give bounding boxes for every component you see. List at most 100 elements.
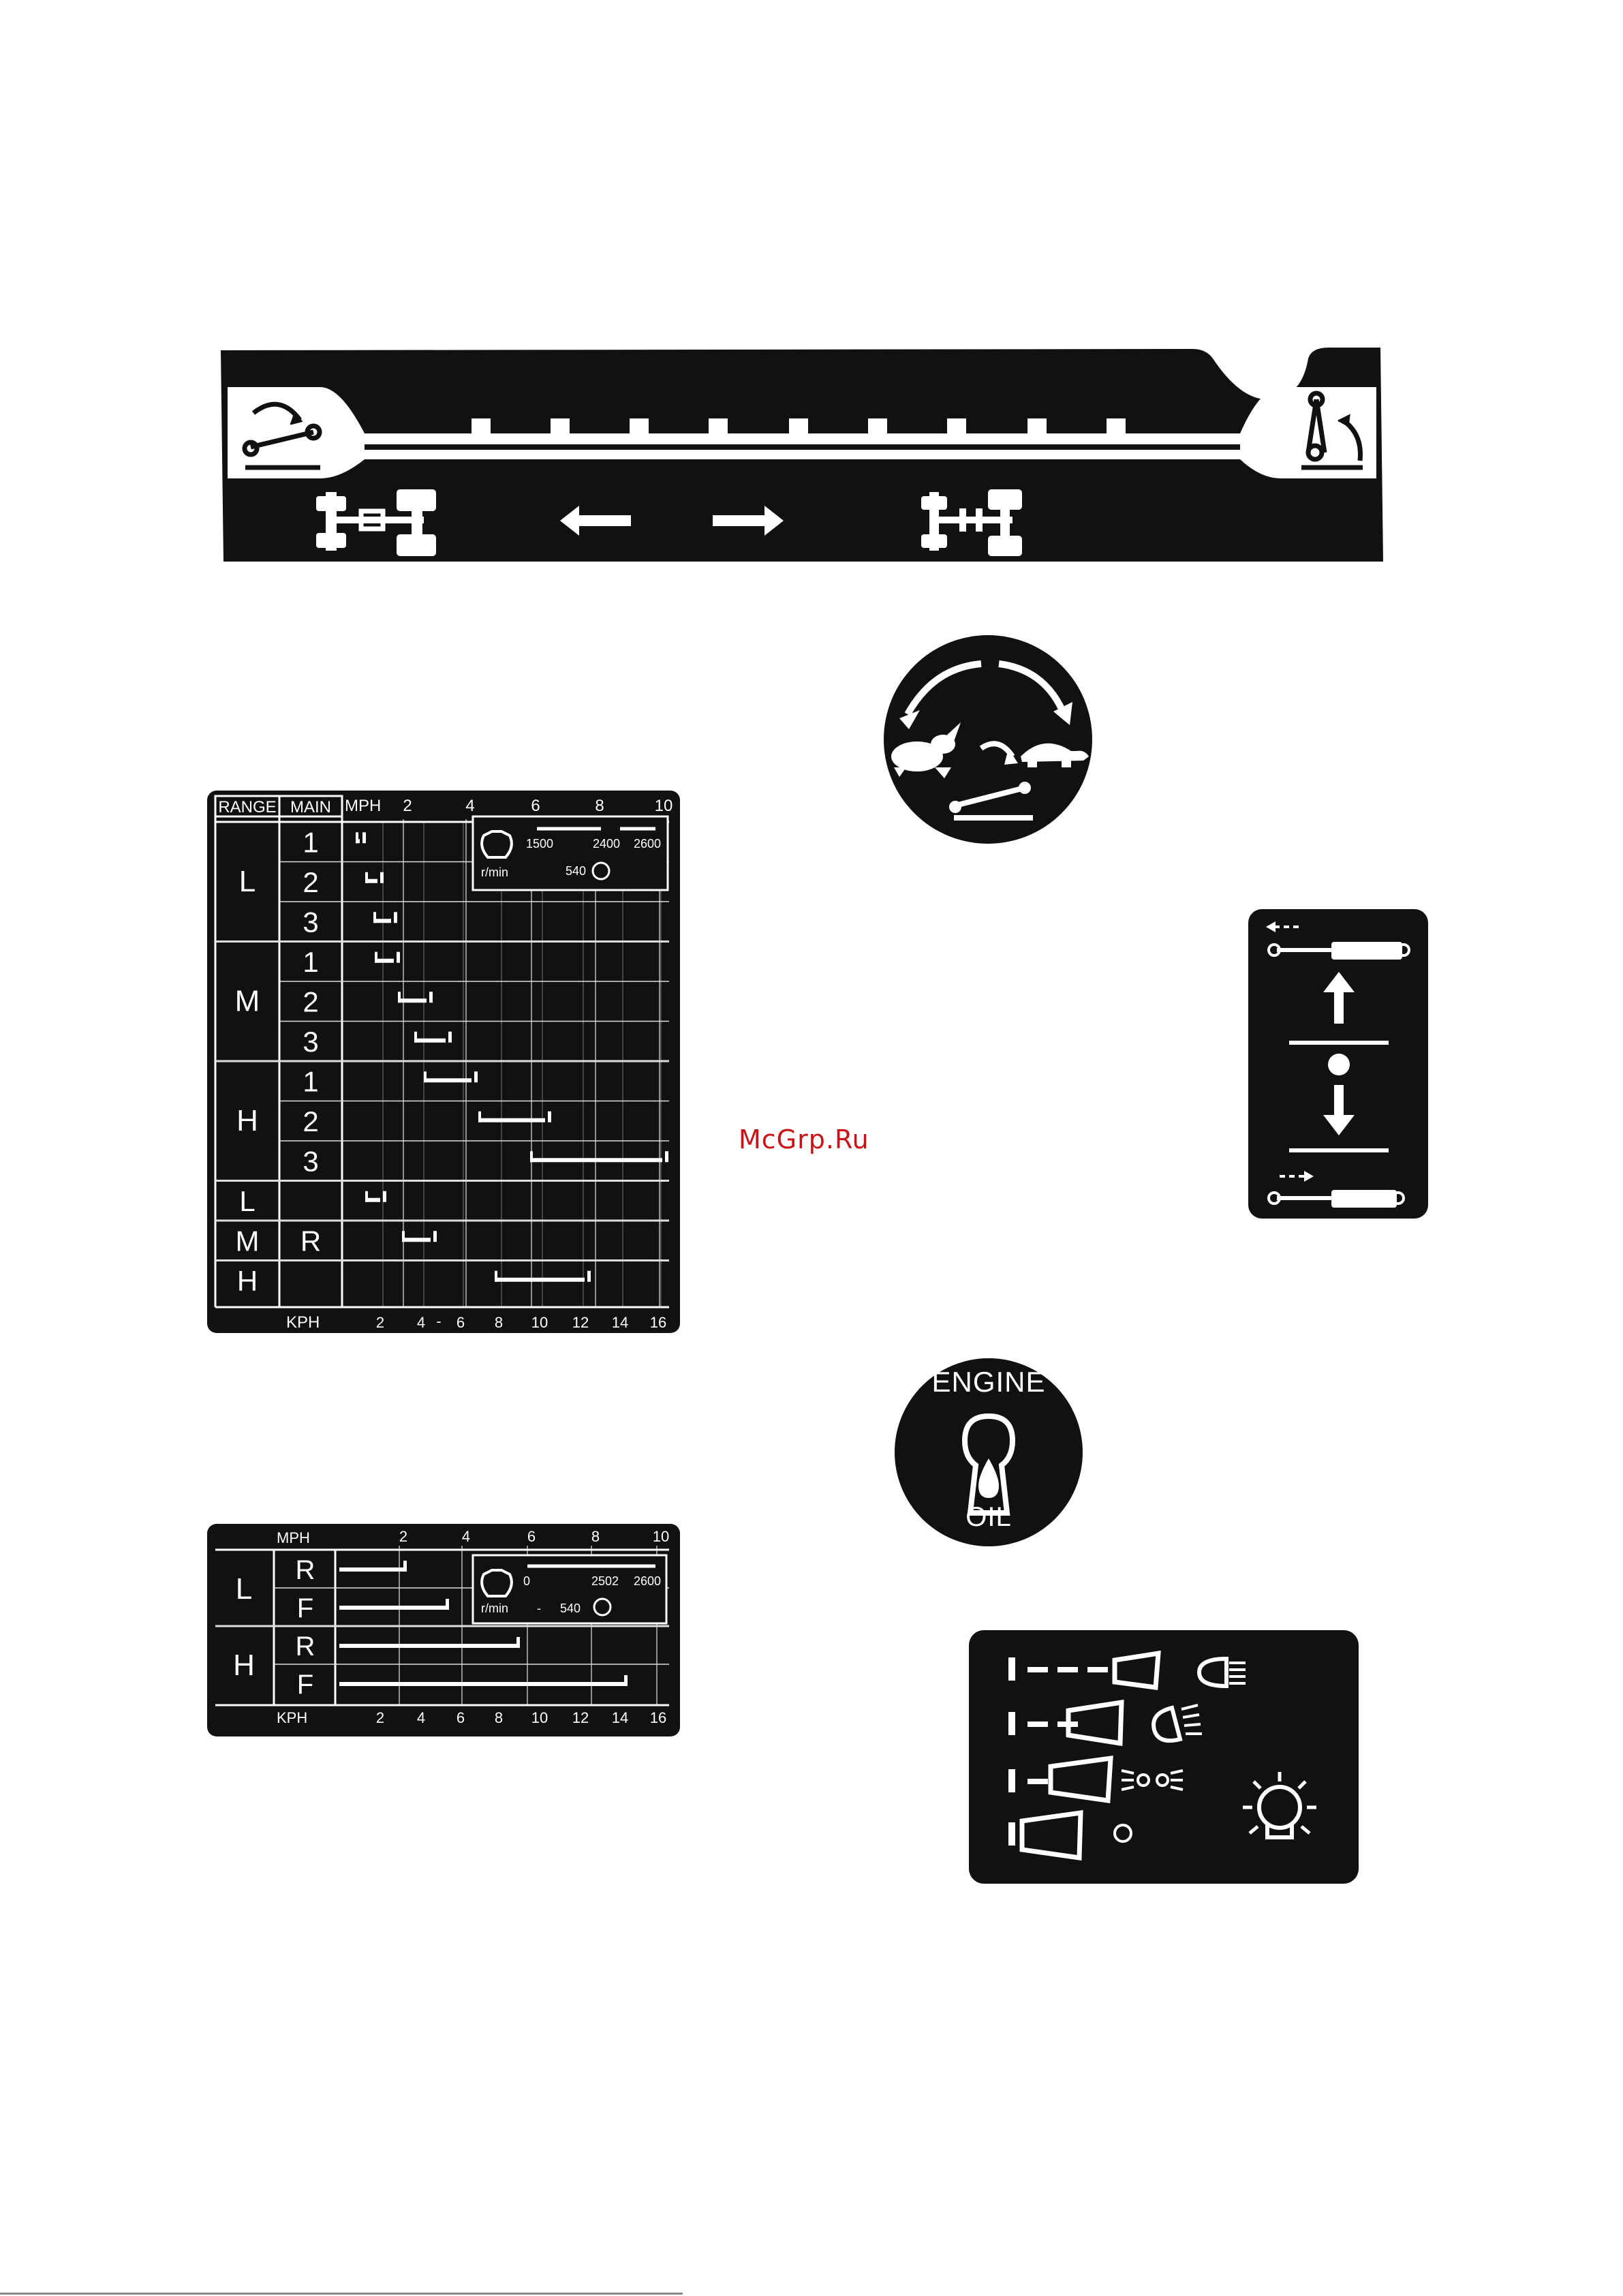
speed-bar-end — [380, 872, 384, 883]
speed-bar-end — [474, 1071, 478, 1082]
pto-speed: 540 — [566, 864, 586, 878]
main-gear-label: 1 — [303, 946, 318, 978]
range-label: M — [235, 984, 260, 1017]
direction-label: R — [296, 1632, 315, 1662]
range-label: L — [239, 865, 256, 898]
speed-bar — [398, 998, 427, 1002]
range-label: L — [236, 1572, 252, 1606]
kph-separator: - — [436, 1313, 441, 1330]
kph-tick-label: 2 — [376, 1314, 384, 1331]
rpm-mid: 2400 — [593, 837, 620, 851]
speed-bar-end — [624, 1675, 628, 1686]
rpm-unit: r/min — [481, 866, 508, 879]
bottom-rule — [0, 2293, 683, 2295]
rpm-mid: 2502 — [591, 1574, 619, 1588]
rpm-high: 2600 — [634, 837, 661, 851]
speed-bar-end — [548, 1112, 551, 1122]
speed-bar-start — [398, 992, 401, 1002]
hydraulic-lever-decal — [1247, 908, 1429, 1220]
main-gear-label: 3 — [303, 1026, 318, 1058]
kph-tick-label: 16 — [650, 1314, 666, 1331]
range-label: H — [233, 1649, 255, 1682]
mph-tick-label: 8 — [595, 797, 604, 815]
main-header: MAIN — [290, 798, 331, 816]
speed-bar-end — [362, 832, 366, 843]
speed-bar-start — [414, 1032, 417, 1043]
mph-tick-label: 10 — [653, 1528, 669, 1545]
kph-tick-label: 6 — [457, 1314, 465, 1331]
speed-bar-start — [402, 1231, 405, 1242]
speed-bar — [339, 1682, 624, 1686]
speed-bar-start — [375, 952, 377, 963]
light-switch-decal — [968, 1629, 1360, 1885]
rpm-unit: r/min — [481, 1602, 508, 1615]
speed-bar — [414, 1039, 446, 1043]
speed-bar-end — [429, 992, 433, 1002]
speed-bar-end — [394, 912, 397, 923]
range-shift-decal — [218, 345, 1387, 564]
main-gear-label: 2 — [303, 985, 318, 1017]
mph-tick-label: 4 — [465, 797, 474, 815]
speed-bar-end — [403, 1561, 407, 1572]
kph-tick-label: 14 — [612, 1314, 628, 1331]
direction-label: F — [297, 1593, 313, 1623]
mph-tick-label: 4 — [462, 1528, 470, 1545]
speed-bar-end — [433, 1231, 437, 1242]
rpm-low: 0 — [523, 1574, 530, 1588]
main-gear-label: 1 — [303, 1065, 318, 1097]
mph-tick-label: 2 — [399, 1528, 407, 1545]
speed-bar-start — [478, 1112, 481, 1122]
watermark: McGrp.Ru — [739, 1124, 869, 1154]
kph-header: KPH — [286, 1313, 320, 1332]
speed-bar-start — [424, 1071, 427, 1082]
speed-bar — [339, 1644, 516, 1648]
direction-label: R — [296, 1555, 315, 1585]
mph-tick-label: 6 — [531, 797, 540, 815]
light-switch-icon — [969, 1630, 1359, 1884]
kph-tick-label: 8 — [495, 1709, 503, 1726]
speed-bar — [478, 1118, 545, 1122]
main-gear-label: 2 — [303, 1105, 318, 1137]
speed-bar-start — [365, 1191, 368, 1202]
speed-bar — [530, 1158, 662, 1162]
mph-tick-label: 8 — [591, 1528, 600, 1545]
kph-tick-label: 4 — [417, 1709, 425, 1726]
speed-bar-end — [446, 1599, 449, 1610]
reverse-range-label: L — [239, 1185, 255, 1217]
oil-label: OIL — [893, 1502, 1085, 1533]
kph-tick-label: 6 — [457, 1709, 465, 1726]
throttle-hand-decal — [879, 634, 1097, 845]
speed-bar-end — [665, 1151, 668, 1162]
speed-bar-end — [448, 1032, 452, 1043]
rpm-inset: 150024002600r/min540 — [473, 816, 668, 890]
main-gear-label: 1 — [303, 826, 318, 858]
kph-tick-label: 4 — [417, 1314, 425, 1331]
mph-tick-label: 2 — [403, 797, 412, 815]
kph-tick-label: 16 — [650, 1709, 666, 1726]
kph-tick-label: 10 — [531, 1709, 548, 1726]
speed-bar-start — [495, 1271, 497, 1282]
reverse-label: R — [300, 1225, 321, 1257]
pto-speed: 540 — [560, 1602, 581, 1615]
kph-tick-label: 14 — [612, 1709, 628, 1726]
mph-header: MPH — [277, 1529, 310, 1546]
kph-tick-label: 12 — [572, 1314, 589, 1331]
main-gear-label: 2 — [303, 866, 318, 898]
speed-bar-end — [397, 952, 400, 963]
inset-separator: - — [537, 1602, 541, 1615]
speed-bar-end — [383, 1191, 386, 1202]
kph-tick-label: 12 — [572, 1709, 589, 1726]
kph-tick-label: 10 — [531, 1314, 548, 1331]
range-label: H — [236, 1104, 258, 1137]
direction-label: F — [297, 1670, 313, 1700]
kph-tick-label: 2 — [376, 1709, 384, 1726]
kph-header: KPH — [277, 1709, 307, 1726]
speed-bar — [375, 959, 394, 963]
reverse-range-label: M — [236, 1225, 260, 1257]
main-gear-label: 3 — [303, 1145, 318, 1177]
speed-bar — [495, 1278, 585, 1282]
speed-bar-start — [365, 872, 368, 883]
